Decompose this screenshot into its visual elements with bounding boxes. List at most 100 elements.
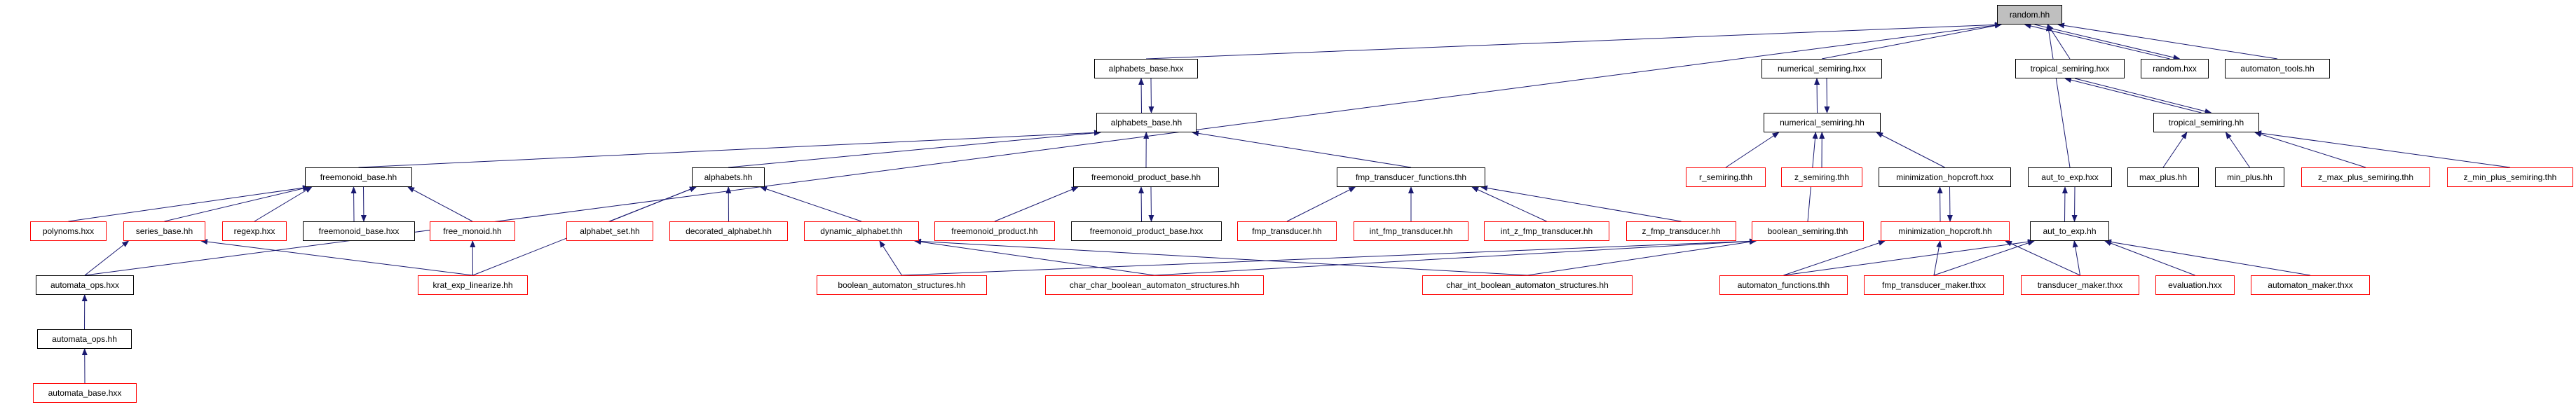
node-alphabets-base-hxx[interactable]: alphabets_base.hxx: [1094, 59, 1198, 78]
node-evaluation-hxx[interactable]: evaluation.hxx: [2155, 275, 2235, 295]
node-char-char-boolean-automaton-structures-hh[interactable]: char_char_boolean_automaton_structures.h…: [1045, 275, 1264, 295]
node-freemonoid-product-base-hh[interactable]: freemonoid_product_base.hh: [1073, 167, 1219, 187]
node-freemonoid-base-hxx[interactable]: freemonoid_base.hxx: [303, 221, 415, 241]
edge-r-semiring-thh-to-numerical-semiring-hh: [1725, 132, 1780, 168]
node-krat-exp-linearize-hh[interactable]: krat_exp_linearize.hh: [418, 275, 528, 295]
node-freemonoid-product-hh[interactable]: freemonoid_product.hh: [934, 221, 1055, 241]
edge-numerical-semiring-hh-to-numerical-semiring-hxx: [1814, 78, 1820, 113]
node-aut-to-exp-hxx[interactable]: aut_to_exp.hxx: [2028, 167, 2112, 187]
edge-automaton-functions-thh-to-aut-to-exp-hh: [1783, 239, 2035, 276]
edge-aut-to-exp-hxx-to-aut-to-exp-hh: [2071, 186, 2078, 222]
edge-fmp-transducer-hh-to-fmp-transducer-functions-thh: [1286, 186, 1356, 222]
edge-automata-ops-hxx-to-series-base-hh: [84, 240, 130, 276]
node-minimization-hopcroft-hxx[interactable]: minimization_hopcroft.hxx: [1879, 167, 2011, 187]
edge-alphabets-base-hxx-to-random-hh: [1145, 22, 2002, 60]
edge-automaton-maker-thxx-to-aut-to-exp-hh: [2104, 239, 2311, 276]
node-alphabets-base-hh[interactable]: alphabets_base.hh: [1096, 113, 1197, 132]
node-r-semiring-thh[interactable]: r_semiring.thh: [1686, 167, 1766, 187]
node-max-plus-hh[interactable]: max_plus.hh: [2127, 167, 2199, 187]
node-series-base-hh[interactable]: series_base.hh: [123, 221, 205, 241]
node-decorated-alphabet-hh[interactable]: decorated_alphabet.hh: [669, 221, 788, 241]
node-regexp-hxx[interactable]: regexp.hxx: [222, 221, 287, 241]
node-alphabets-hh[interactable]: alphabets.hh: [692, 167, 765, 187]
node-boolean-automaton-structures-hh[interactable]: boolean_automaton_structures.hh: [817, 275, 987, 295]
node-dynamic-alphabet-thh[interactable]: dynamic_alphabet.thh: [804, 221, 919, 241]
edge-fmp-transducer-functions-thh-to-alphabets-base-hh: [1192, 130, 1412, 168]
node-automaton-tools-hh[interactable]: automaton_tools.hh: [2225, 59, 2330, 78]
node-freemonoid-base-hh[interactable]: freemonoid_base.hh: [305, 167, 412, 187]
node-automaton-maker-thxx[interactable]: automaton_maker.thxx: [2251, 275, 2370, 295]
edge-freemonoid-product-hh-to-freemonoid-product-base-hh: [994, 186, 1079, 222]
node-boolean-semiring-thh[interactable]: boolean_semiring.thh: [1752, 221, 1864, 241]
edge-z-min-plus-semiring-thh-to-tropical-semiring-hh: [2254, 130, 2511, 168]
edge-dynamic-alphabet-thh-to-alphabets-hh: [760, 186, 862, 222]
edge-random-hxx-to-random-hh: [2024, 23, 2170, 60]
node-freemonoid-product-base-hxx[interactable]: freemonoid_product_base.hxx: [1071, 221, 1222, 241]
edge-fmp-transducer-maker-thxx-to-minimization-hopcroft-hh: [1933, 240, 1942, 276]
edge-numerical-semiring-hxx-to-random-hh: [1821, 22, 2002, 60]
edge-char-int-boolean-automaton-structures-hh-to-boolean-semiring-thh: [1527, 239, 1757, 276]
edge-random-hh-to-random-hxx: [2034, 24, 2181, 60]
node-aut-to-exp-hh[interactable]: aut_to_exp.hh: [2030, 221, 2109, 241]
edge-max-plus-hh-to-tropical-semiring-hh: [2162, 132, 2188, 168]
edge-int-z-fmp-transducer-hh-to-fmp-transducer-functions-thh: [1471, 186, 1547, 222]
edge-min-plus-hh-to-tropical-semiring-hh: [2225, 132, 2250, 168]
node-automata-base-hxx[interactable]: automata_base.hxx: [33, 383, 137, 403]
node-automaton-functions-thh[interactable]: automaton_functions.thh: [1719, 275, 1848, 295]
edge-tropical-semiring-hxx-to-tropical-semiring-hh: [2074, 78, 2212, 114]
node-z-fmp-transducer-hh[interactable]: z_fmp_transducer.hh: [1626, 221, 1736, 241]
node-z-max-plus-semiring-thh[interactable]: z_max_plus_semiring.thh: [2301, 167, 2430, 187]
edge-krat-exp-linearize-hh-to-series-base-hh: [200, 239, 473, 276]
node-int-fmp-transducer-hh[interactable]: int_fmp_transducer.hh: [1354, 221, 1468, 241]
node-fmp-transducer-hh[interactable]: fmp_transducer.hh: [1237, 221, 1337, 241]
node-random-hh[interactable]: random.hh: [1997, 5, 2062, 25]
node-numerical-semiring-hxx[interactable]: numerical_semiring.hxx: [1761, 59, 1882, 78]
edge-char-char-boolean-automaton-structures-hh-to-dynamic-alphabet-thh: [914, 239, 1155, 276]
node-min-plus-hh[interactable]: min_plus.hh: [2215, 167, 2284, 187]
node-z-semiring-thh[interactable]: z_semiring.thh: [1781, 167, 1862, 187]
edge-alphabets-base-hh-to-alphabets-base-hxx: [1138, 78, 1145, 113]
edge-freemonoid-base-hh-to-alphabets-base-hh: [358, 130, 1101, 168]
edge-z-fmp-transducer-hh-to-fmp-transducer-functions-thh: [1480, 185, 1682, 222]
edge-alphabets-base-hxx-to-alphabets-base-hh: [1148, 78, 1154, 113]
edge-minimization-hopcroft-hh-to-minimization-hopcroft-hxx: [1937, 186, 1943, 222]
edge-free-monoid-hh-to-freemonoid-base-hh: [407, 186, 473, 222]
node-random-hxx[interactable]: random.hxx: [2141, 59, 2209, 78]
edge-freemonoid-product-base-hxx-to-freemonoid-product-base-hh: [1138, 186, 1145, 222]
node-fmp-transducer-maker-thxx[interactable]: fmp_transducer_maker.thxx: [1864, 275, 2004, 295]
edge-boolean-automaton-structures-hh-to-boolean-semiring-thh: [901, 238, 1757, 276]
node-polynoms-hxx[interactable]: polynoms.hxx: [30, 221, 107, 241]
edge-freemonoid-base-hxx-to-freemonoid-base-hh: [350, 186, 357, 222]
node-automata-ops-hxx[interactable]: automata_ops.hxx: [36, 275, 134, 295]
edge-polynoms-hxx-to-freemonoid-base-hh: [68, 185, 310, 222]
node-z-min-plus-semiring-thh[interactable]: z_min_plus_semiring.thh: [2447, 167, 2573, 187]
edge-transducer-maker-thxx-to-aut-to-exp-hh: [2072, 240, 2080, 276]
edge-transducer-maker-thxx-to-minimization-hopcroft-hh: [2005, 240, 2080, 276]
edge-freemonoid-product-base-hh-to-freemonoid-product-base-hxx: [1148, 186, 1154, 222]
node-tropical-semiring-hh[interactable]: tropical_semiring.hh: [2153, 113, 2259, 132]
edge-aut-to-exp-hxx-to-random-hh: [2045, 24, 2071, 168]
edge-regexp-hxx-to-freemonoid-base-hh: [254, 186, 313, 222]
node-numerical-semiring-hh[interactable]: numerical_semiring.hh: [1764, 113, 1881, 132]
node-fmp-transducer-functions-thh[interactable]: fmp_transducer_functions.thh: [1337, 167, 1485, 187]
edge-evaluation-hxx-to-aut-to-exp-hh: [2104, 240, 2195, 276]
node-alphabet-set-hh[interactable]: alphabet_set.hh: [566, 221, 653, 241]
node-minimization-hopcroft-hh[interactable]: minimization_hopcroft.hh: [1881, 221, 2010, 241]
edge-z-max-plus-semiring-thh-to-tropical-semiring-hh: [2254, 131, 2366, 168]
edge-alphabets-hh-to-alphabets-base-hh: [728, 130, 1101, 168]
node-tropical-semiring-hxx[interactable]: tropical_semiring.hxx: [2015, 59, 2125, 78]
node-automata-ops-hh[interactable]: automata_ops.hh: [37, 329, 132, 349]
edge-boolean-automaton-structures-hh-to-dynamic-alphabet-thh: [879, 240, 902, 276]
edge-char-char-boolean-automaton-structures-hh-to-boolean-semiring-thh: [1154, 238, 1757, 276]
edge-fmp-transducer-maker-thxx-to-aut-to-exp-hh: [1933, 240, 2035, 276]
edge-char-int-boolean-automaton-structures-hh-to-dynamic-alphabet-thh: [914, 238, 1528, 276]
node-free-monoid-hh[interactable]: free_monoid.hh: [430, 221, 515, 241]
node-transducer-maker-thxx[interactable]: transducer_maker.thxx: [2021, 275, 2139, 295]
edge-alphabet-set-hh-to-alphabets-hh: [609, 186, 697, 222]
edge-aut-to-exp-hh-to-aut-to-exp-hxx: [2062, 186, 2068, 222]
node-char-int-boolean-automaton-structures-hh[interactable]: char_int_boolean_automaton_structures.hh: [1422, 275, 1633, 295]
node-int-z-fmp-transducer-hh[interactable]: int_z_fmp_transducer.hh: [1484, 221, 1609, 241]
edge-automaton-functions-thh-to-minimization-hopcroft-hh: [1783, 240, 1886, 276]
edge-tropical-semiring-hh-to-tropical-semiring-hxx: [2064, 77, 2202, 113]
